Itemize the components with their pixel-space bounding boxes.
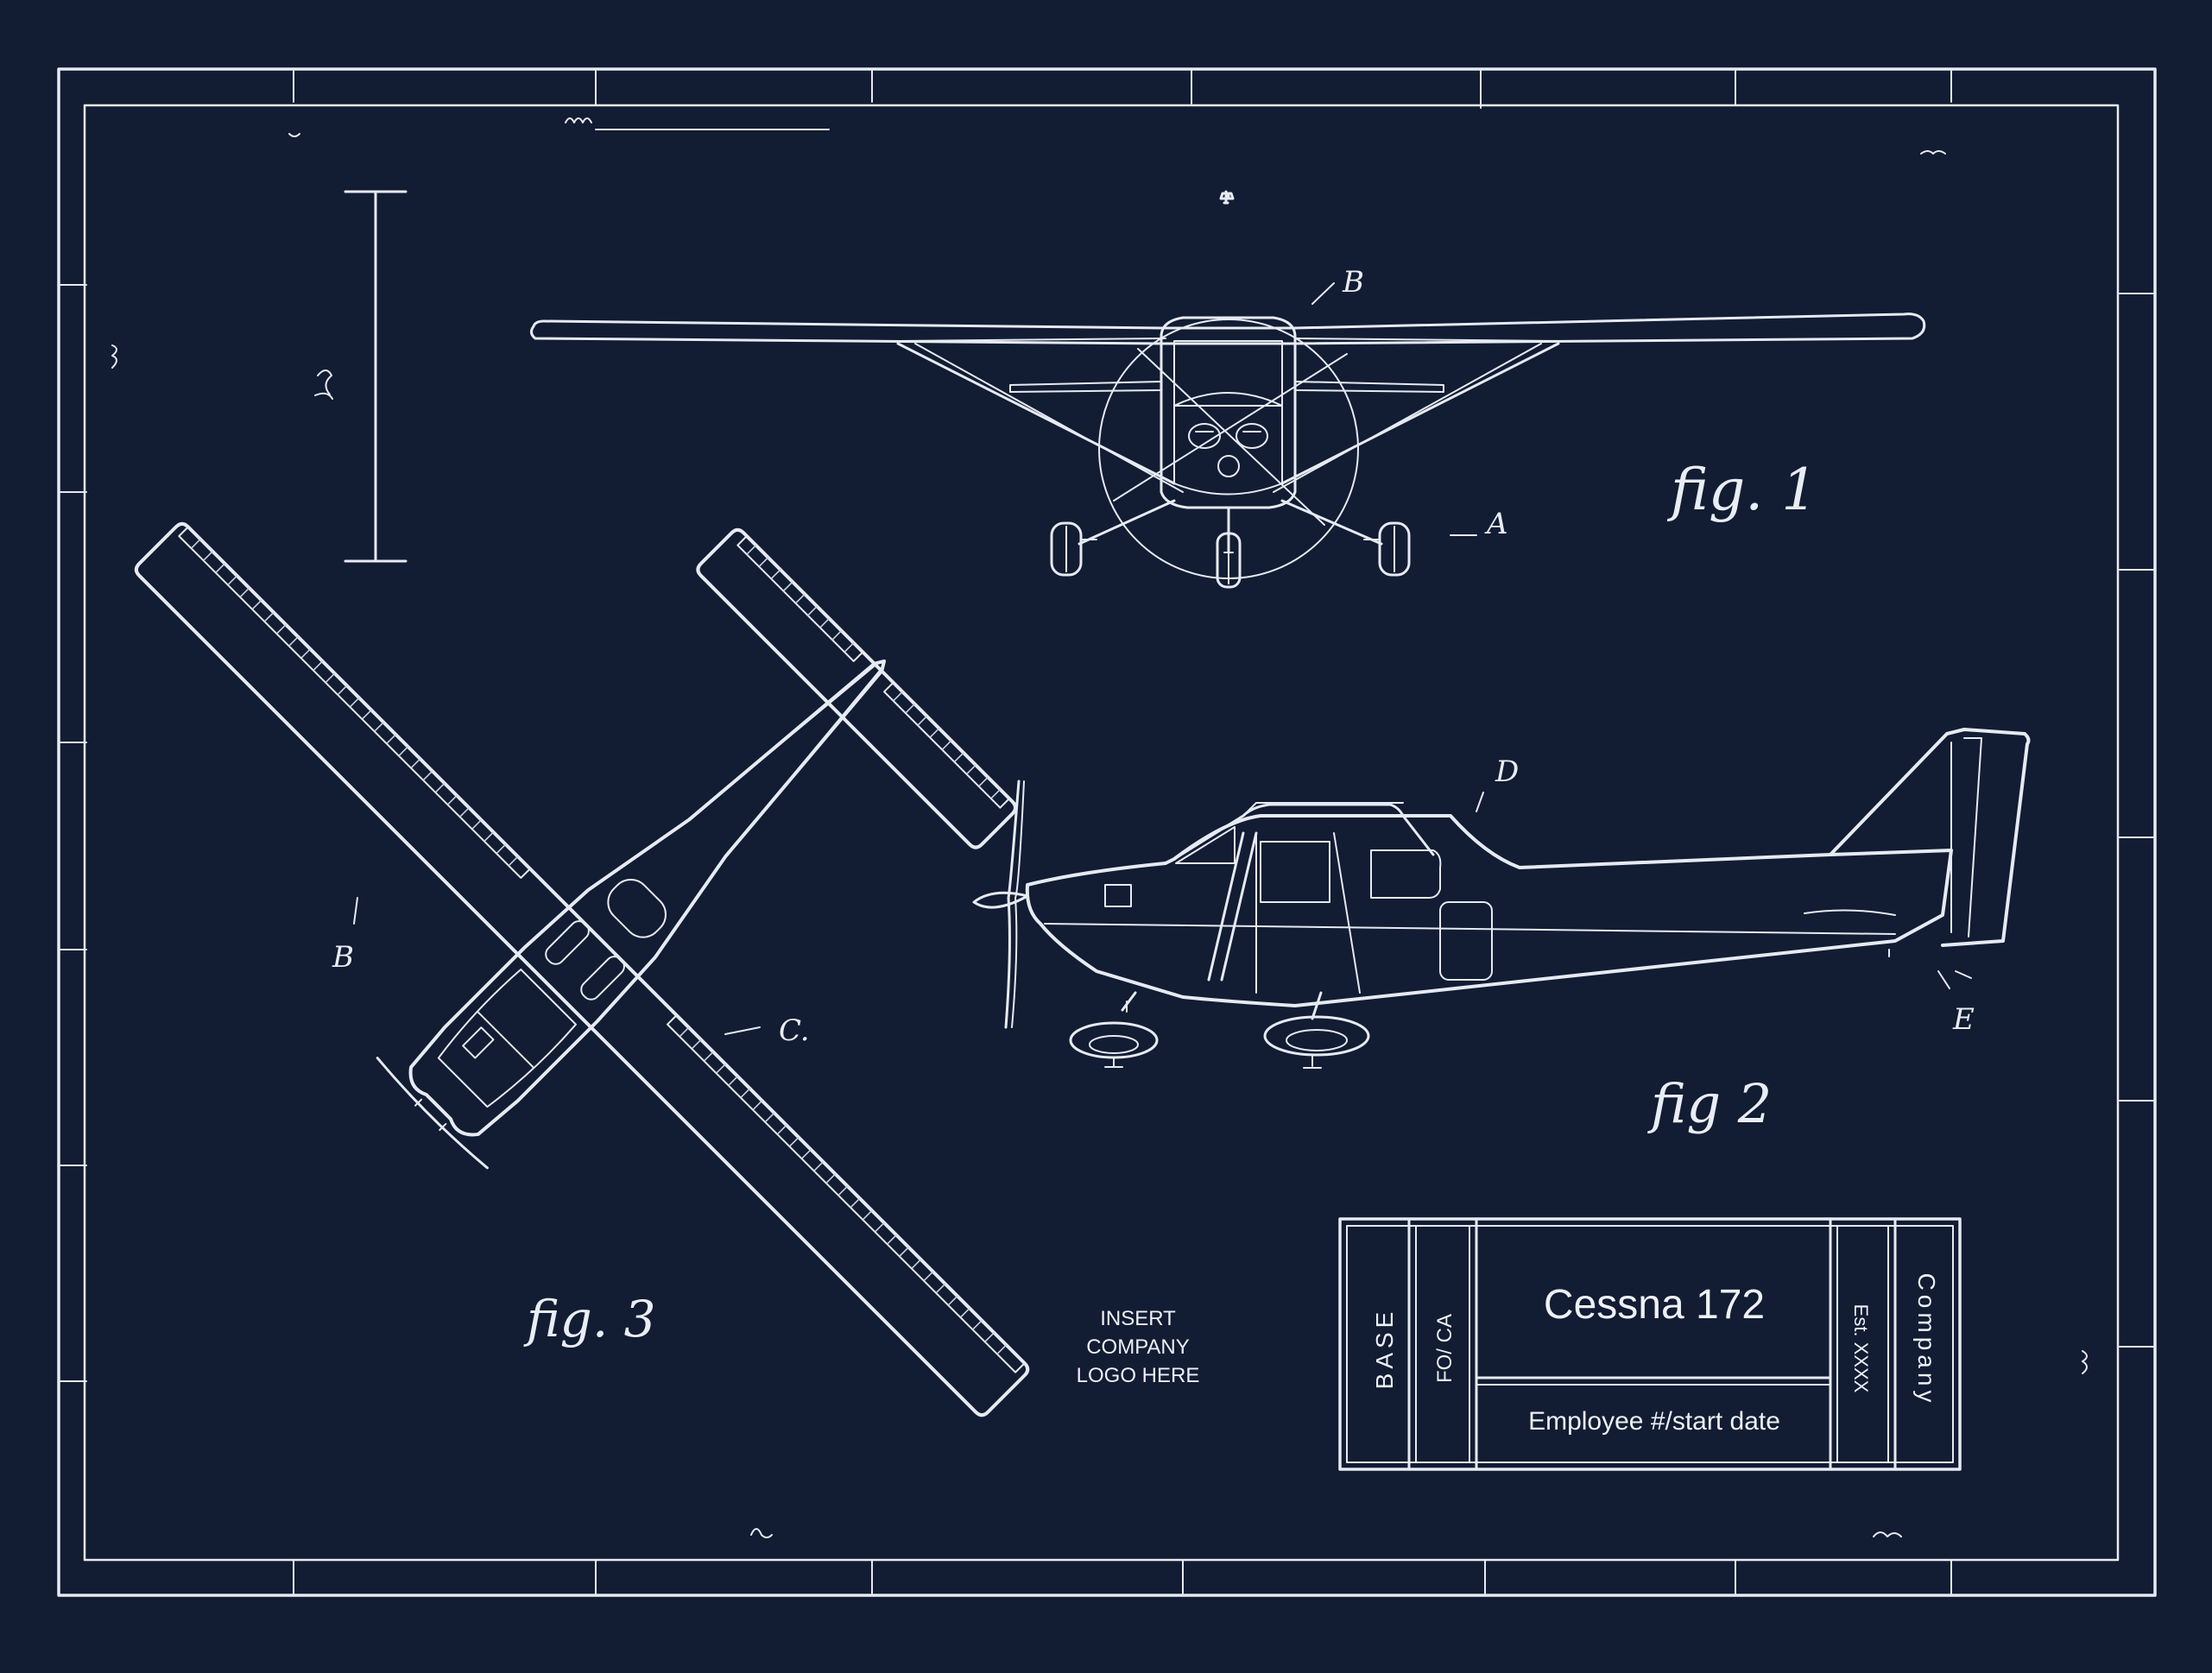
fig-2-label: fig 2	[1647, 1072, 1772, 1135]
title-block: BASE FO/ CA Cessna 172 Employee #/start …	[1338, 1217, 1962, 1471]
fig-3-label: fig. 3	[523, 1290, 656, 1348]
scale-bar	[314, 190, 408, 563]
title-fo-ca: FO/ CA	[1433, 1314, 1457, 1383]
logo-line-1: INSERT	[1100, 1307, 1176, 1330]
leader-b-front	[1311, 282, 1335, 305]
leader-b-top	[353, 897, 358, 925]
leader-e	[1937, 970, 1950, 989]
aircraft-front-view	[529, 190, 1926, 589]
leader-d	[1476, 792, 1484, 812]
logo-line-3: LOGO HERE	[1077, 1364, 1200, 1387]
label-b-top: B	[332, 940, 354, 975]
blueprint-frame	[57, 67, 2157, 1597]
label-d: D	[1495, 754, 1519, 789]
fig-1-label: fig. 1	[1666, 457, 1817, 523]
logo-line-2: COMPANY	[1086, 1335, 1190, 1359]
title-est: Est. XXXX	[1850, 1304, 1872, 1393]
aircraft-top-view	[134, 521, 1030, 1417]
title-company: Company	[1913, 1273, 1940, 1407]
label-a: A	[1484, 507, 1508, 541]
title-base: BASE	[1371, 1308, 1398, 1390]
aircraft-side-view	[972, 728, 2031, 1069]
label-e: E	[1952, 1002, 1975, 1037]
label-b-front: B	[1342, 265, 1364, 300]
title-employee: Employee #/start date	[1528, 1407, 1780, 1436]
company-logo-placeholder[interactable]: INSERT COMPANY LOGO HERE	[1077, 1307, 1200, 1387]
title-model: Cessna 172	[1544, 1282, 1765, 1328]
leader-c	[724, 1026, 761, 1035]
label-c: C.	[779, 1013, 810, 1048]
